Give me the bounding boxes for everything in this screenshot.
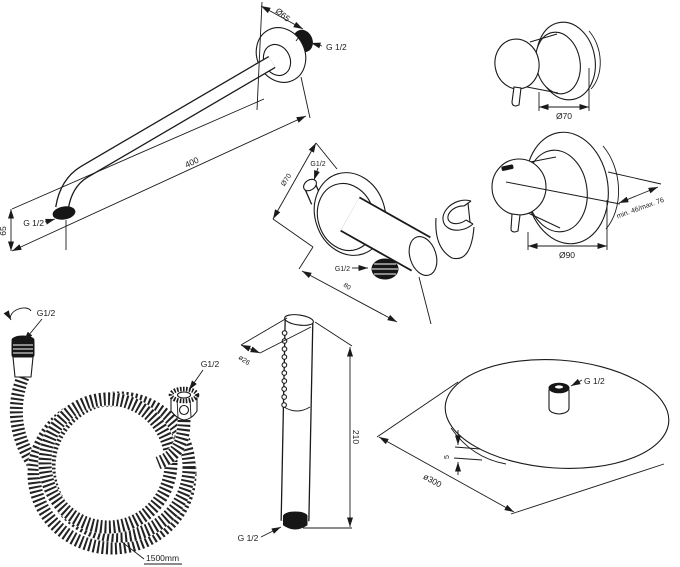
dim-label-arm-diameter: Ø65	[274, 6, 293, 24]
hose-top-connector	[11, 335, 35, 378]
stop-valve-lever	[511, 86, 522, 107]
brand-logo-mark	[501, 164, 514, 171]
dim-label-hose-nut-thread: G1/2	[201, 359, 220, 369]
dim-label-arm-drop: 65	[0, 226, 8, 236]
dim-label-hand-shower-diameter: ø26	[237, 354, 251, 367]
thermostat-valve-drawing: min. 46/max. 76 Ø90	[491, 131, 665, 260]
dim-label-outlet-thread: G1/2	[335, 266, 350, 273]
dim-label-head-shower-thread: G 1/2	[584, 376, 605, 386]
dim-label-hand-shower-thread: G 1/2	[238, 533, 259, 543]
dim-label-outlet-diameter: Ø70	[280, 173, 293, 188]
arm-outlet-thread	[52, 206, 76, 220]
swivel-arrow-icon	[3, 307, 32, 321]
dim-label-arm-length: 400	[183, 155, 200, 170]
stop-valve-knob	[494, 38, 540, 90]
dim-label-head-shower-diameter: ø300	[422, 471, 444, 489]
thermostat-lever	[510, 213, 521, 233]
dim-label-head-shower-thickness: 5	[444, 455, 451, 459]
dim-label-hose-swivel-thread: G1/2	[37, 308, 56, 318]
stop-valve-drawing: Ø70	[494, 21, 601, 121]
dim-label-hose-length: 1500mm	[146, 553, 179, 563]
hand-shower-drawing: ø26 210 G 1/2	[237, 314, 361, 543]
wall-outlet-drawing: G1/2 Ø70 G1/2 80	[272, 142, 475, 325]
dim-label-outlet-inlet-thread: G1/2	[310, 161, 325, 168]
dim-label-hand-shower-length: 210	[351, 430, 361, 444]
thermostat-knob	[491, 158, 547, 216]
dim-label-thermostat-diameter: Ø90	[559, 250, 575, 260]
shower-hose-drawing: G1/2 G1/2 1500mm	[3, 307, 220, 565]
outlet-thread	[371, 258, 399, 280]
dim-label-arm-outlet-thread: G 1/2	[23, 218, 44, 228]
nozzle-row	[281, 330, 288, 408]
dim-label-depth-range: min. 46/max. 76	[616, 197, 665, 221]
handshower-holder	[435, 199, 475, 260]
head-shower-drawing: G 1/2 5 ø300	[376, 359, 670, 515]
shower-arm-drawing: Ø65 G 1/2 400 65 G 1/2	[0, 1, 347, 252]
dim-label-stop-valve-diameter: Ø70	[556, 111, 572, 121]
hose-nut-connector	[168, 386, 200, 421]
dim-label-arm-wall-thread: G 1/2	[326, 42, 347, 52]
head-shower-connector	[548, 382, 570, 415]
dim-label-outlet-depth: 80	[342, 282, 352, 292]
